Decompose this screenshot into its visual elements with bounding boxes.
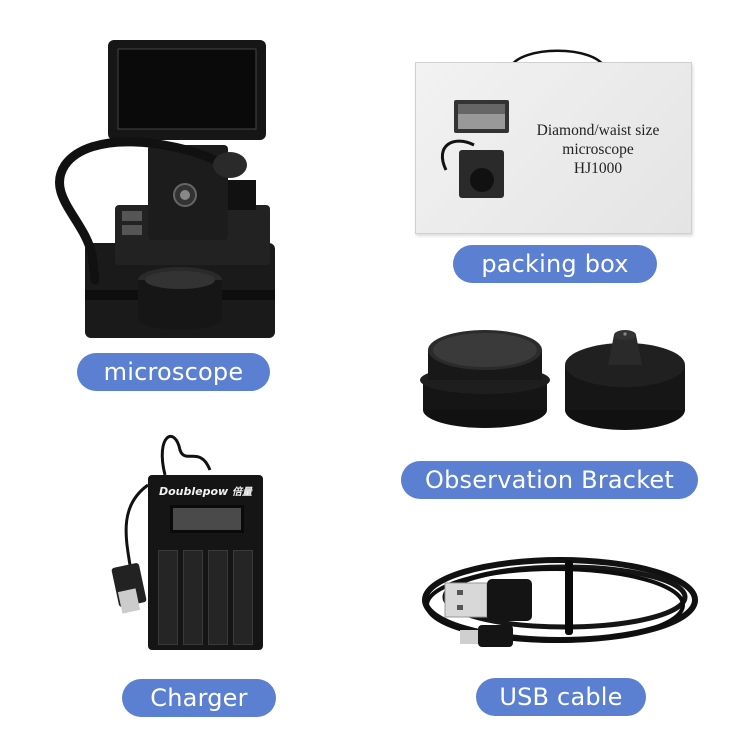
box-print-text: Diamond/waist size microscope HJ1000: [513, 121, 683, 178]
microscope-illustration: [54, 40, 275, 338]
charger-photo: Doublepow 倍量: [110, 425, 280, 660]
box-text-line3: HJ1000: [573, 160, 623, 177]
charger-body: Doublepow 倍量: [148, 475, 263, 650]
label-usb-cable: USB cable: [476, 678, 646, 716]
box-text-line2: microscope: [562, 141, 634, 158]
usb-cable-photo: [422, 557, 698, 647]
box-text-line1: Diamond/waist size: [536, 122, 660, 139]
label-microscope: microscope: [77, 353, 270, 391]
label-observation-bracket: Observation Bracket: [401, 461, 698, 499]
label-packing-box: packing box: [453, 245, 657, 283]
charger-cable: [111, 434, 212, 614]
microscope-photo: [40, 35, 290, 345]
charger-brand: Doublepow: [158, 485, 229, 498]
observation-bracket-photo: [420, 330, 685, 430]
battery-slots: [158, 550, 253, 645]
box-microscope-thumbnail: [440, 100, 509, 198]
packing-box-photo: Diamond/waist size microscope HJ1000: [415, 62, 692, 234]
charger-brand-cn: 倍量: [232, 487, 253, 498]
box-handle: [508, 49, 607, 69]
charger-lcd: [170, 505, 244, 533]
label-charger: Charger: [122, 679, 276, 717]
